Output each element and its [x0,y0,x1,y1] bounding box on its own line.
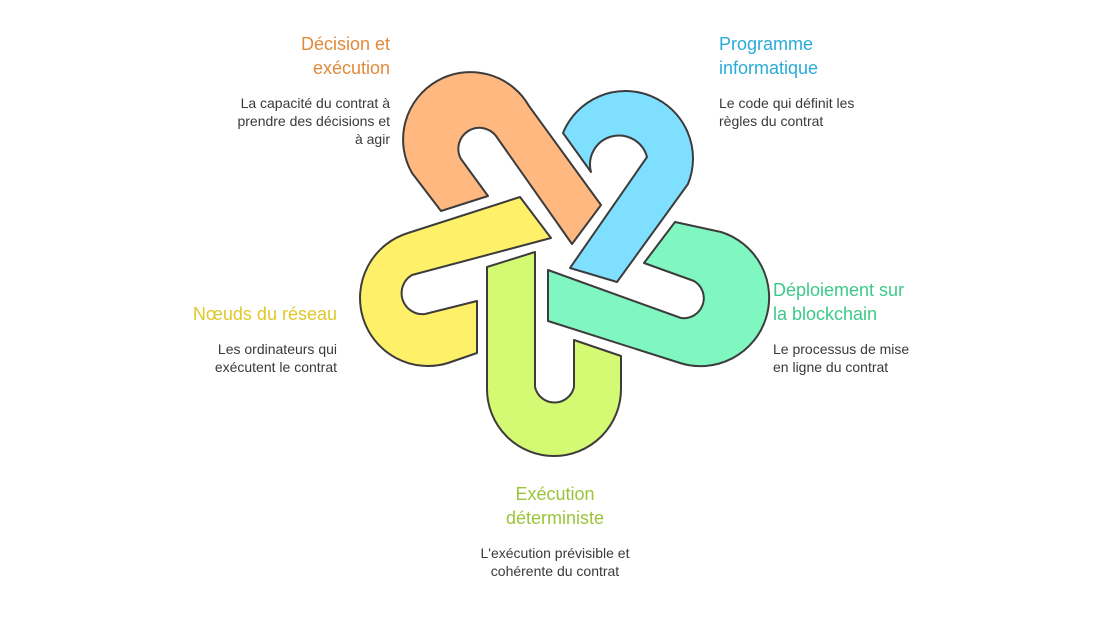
lime-loop [486,251,622,457]
orange-loop [402,71,602,245]
item-noeuds-title: Nœuds du réseau [192,304,337,324]
blue-loop [562,90,694,283]
yellow-loop [358,196,552,368]
green-loop [547,221,771,368]
